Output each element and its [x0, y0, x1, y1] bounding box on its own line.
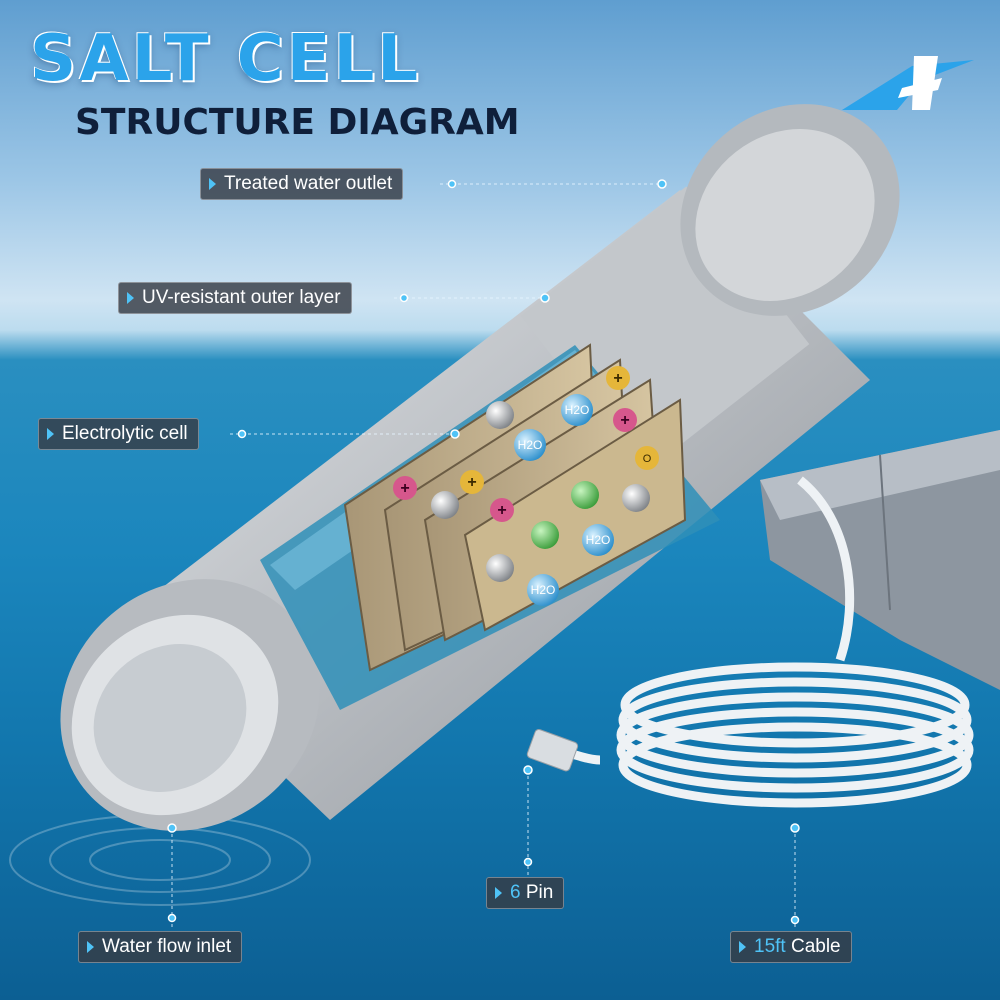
cable-coil — [558, 476, 974, 808]
title-main: SALT CELL — [30, 22, 421, 96]
chevron-right-icon — [87, 941, 94, 953]
inlet-union-nut — [60, 579, 320, 831]
positive-ion-label: + — [497, 502, 506, 519]
callout-value: 6 — [510, 882, 521, 903]
water-molecule-label: H2O — [586, 533, 611, 547]
positive-ion-label: + — [467, 474, 476, 491]
title-sub: STRUCTURE DIAGRAM — [75, 102, 520, 143]
chevron-right-icon — [127, 292, 134, 304]
chevron-right-icon — [495, 887, 502, 899]
molecule-labels: H2O H2O H2O H2O + + + + + O — [400, 370, 651, 597]
callout-anchor-dots — [167, 179, 800, 925]
outlet-union-nut — [680, 104, 900, 316]
pool-coping-stone — [760, 430, 1000, 690]
callout-treated-water-outlet: Treated water outlet — [200, 168, 404, 200]
chevron-right-icon — [739, 941, 746, 953]
callout-label: UV-resistant outer layer — [142, 287, 341, 308]
callout-label: Water flow inlet — [102, 936, 232, 957]
chevron-right-icon — [47, 428, 54, 440]
callout-label: Treated water outlet — [224, 173, 393, 194]
oxygen-label: O — [643, 453, 652, 465]
water-molecule-label: H2O — [565, 403, 590, 417]
callout-leader-lines — [171, 183, 796, 930]
callout-uv-resistant-outer-layer: UV-resistant outer layer — [118, 282, 352, 314]
callout-cable-length: 15ft Cable — [730, 931, 852, 963]
callout-six-pin: 6 Pin — [486, 877, 565, 909]
callout-label: Cable — [785, 936, 841, 957]
callout-label: Pin — [520, 882, 554, 903]
water-molecule-label: H2O — [518, 438, 543, 452]
chevron-right-icon — [209, 178, 216, 190]
positive-ion-label: + — [620, 412, 629, 429]
callout-value: 15ft — [754, 936, 786, 957]
six-pin-connector — [526, 729, 579, 772]
callout-label: Electrolytic cell — [62, 423, 188, 444]
positive-ion-label: + — [613, 370, 622, 387]
stylized-a-logo-icon — [842, 56, 974, 110]
ions-and-molecules — [393, 366, 659, 606]
positive-ion-label: + — [400, 480, 409, 497]
water-molecule-label: H2O — [531, 583, 556, 597]
callout-electrolytic-cell: Electrolytic cell — [38, 418, 199, 450]
callout-water-flow-inlet: Water flow inlet — [78, 931, 243, 963]
